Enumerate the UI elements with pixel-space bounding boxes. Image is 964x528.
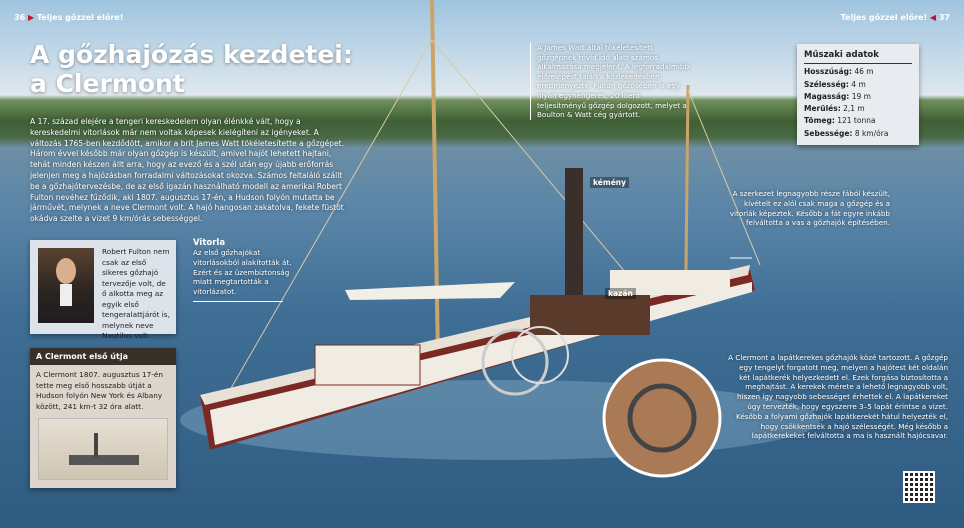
fulton-box: Robert Fulton nem csak az első sikeres g… xyxy=(30,240,176,340)
page-number: 37 xyxy=(938,13,950,22)
header-right: Teljes gőzzel előre! ◀ 37 xyxy=(841,13,950,22)
tech-row: Szélesség: 4 m xyxy=(804,79,866,89)
arrow-left-icon: ◀ xyxy=(929,13,937,22)
engraving-image xyxy=(38,418,168,480)
chimney-label: kémény xyxy=(590,177,630,188)
first-trip-title: A Clermont első útja xyxy=(30,348,176,365)
qr-code[interactable] xyxy=(903,471,935,503)
paddle-text: A Clermont a lapátkerekes gőzhajók közé … xyxy=(728,353,948,441)
tech-title: Műszaki adatok xyxy=(804,49,912,65)
watt-text: A James Watt által tökéletesített gőzgép… xyxy=(530,43,690,120)
page-number: 36 xyxy=(14,13,26,22)
first-trip-box: A Clermont első útja A Clermont 1807. au… xyxy=(30,348,176,488)
fulton-text: Robert Fulton nem csak az első sikeres g… xyxy=(102,247,170,340)
sail-annotation: Vitorla Az első gőzhajókat vitorlásokból… xyxy=(193,238,293,302)
intro-text: A 17. század elejére a tengeri kereskede… xyxy=(30,117,345,224)
running-title: Teljes gőzzel előre! xyxy=(840,13,928,22)
tech-data-box: Műszaki adatok Hosszúság: 46 m Szélesség… xyxy=(797,44,919,146)
structure-text: A szerkezet legnagyobb része fából készü… xyxy=(729,189,890,228)
boiler-label: kazán xyxy=(605,288,636,299)
running-title: Teljes gőzzel előre! xyxy=(36,13,124,22)
first-trip-text: A Clermont 1807. augusztus 17-én tette m… xyxy=(36,370,164,411)
fulton-portrait xyxy=(38,248,94,323)
title-line-1: A gőzhajózás kezdetei: xyxy=(30,40,353,69)
sail-title: Vitorla xyxy=(193,238,226,248)
page-title: A gőzhajózás kezdetei:a Clermont xyxy=(30,40,353,98)
arrow-right-icon: ▶ xyxy=(27,13,35,22)
sail-text: Az első gőzhajókat vitorlásokból alakíto… xyxy=(193,248,292,297)
tech-row: Tömeg: 121 tonna xyxy=(804,116,876,126)
tech-row: Magasság: 19 m xyxy=(804,91,871,101)
header-left: 36 ▶ Teljes gőzzel előre! xyxy=(14,13,123,22)
tech-row: Hosszúság: 46 m xyxy=(804,67,874,77)
title-line-2: a Clermont xyxy=(30,69,185,98)
tech-row: Sebessége: 8 km/óra xyxy=(804,128,889,138)
tech-row: Merülés: 2,1 m xyxy=(804,104,865,114)
